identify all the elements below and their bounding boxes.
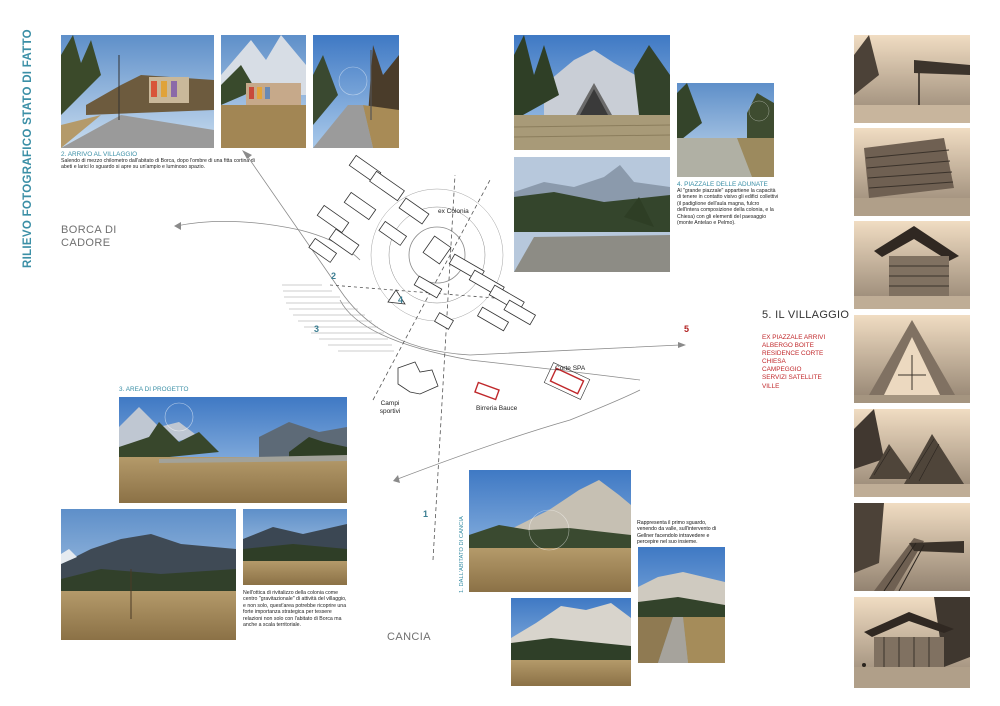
map-label-corte: Corte SPA [555, 365, 586, 372]
photo-villaggio-5 [854, 409, 970, 497]
photo-piazzale-church [514, 35, 670, 150]
photo-villaggio-2 [854, 128, 970, 216]
villaggio-item: CAMPEGGIO [762, 366, 802, 374]
map-number-4: 4 [398, 295, 404, 305]
map-road-cancia [394, 389, 641, 481]
map-road-main [249, 159, 681, 356]
caption-text-cancia: Rappresenta il primo sguardo, venendo da… [637, 520, 717, 546]
villaggio-item: EX PIAZZALE ARRIVI [762, 334, 826, 341]
map-area-3-hatch [282, 284, 394, 352]
map-label-birreria: Birreria Bauce [476, 405, 518, 412]
photo-piazzale-mountain [514, 157, 670, 272]
map-number-1: 1 [423, 509, 429, 519]
place-borca-di-cadore: BORCA DI CADORE [61, 224, 117, 249]
map-buildings-colonia [308, 154, 537, 332]
photo-cancia-path [638, 547, 725, 663]
photo-villaggio-3 [854, 221, 970, 309]
caption-text-piazzale: Al "grande piazzale" appartiene la capac… [677, 188, 779, 227]
photo-piazzale-square [677, 83, 774, 177]
photo-area-panorama [119, 397, 347, 503]
map-road-lower [339, 299, 641, 381]
villaggio-heading: 5. IL VILLAGGIO [762, 309, 850, 321]
map-number-2: 2 [331, 271, 337, 281]
map-number-3: 3 [314, 324, 320, 334]
photo-area-meadow [243, 509, 347, 585]
photo-villaggio-6 [854, 503, 970, 591]
place-cancia: CANCIA [387, 631, 431, 643]
map-label-ex-colonia: ex Colonia [438, 208, 469, 215]
villaggio-list: EX PIAZZALE ARRIVI ALBERGO BOITE RESIDEN… [762, 334, 825, 391]
photo-cancia-panorama [469, 470, 631, 592]
villaggio-item: RESIDENCE CORTE [762, 350, 824, 358]
caption-title-piazzale: 4. PIAZZALE DELLE ADUNATE [677, 181, 768, 188]
map-axis-1 [432, 174, 456, 561]
map-label-campi: Campi sportivi [379, 400, 401, 415]
map-axis-3 [329, 284, 521, 301]
photo-area-field [61, 509, 236, 640]
map-number-5: 5 [684, 324, 690, 334]
caption-title-arrivo: 2. ARRIVO AL VILLAGGIO [61, 151, 138, 158]
photo-villaggio-4 [854, 315, 970, 403]
photo-villaggio-7 [854, 597, 970, 688]
villaggio-item: SERVIZI SATELLITE [762, 374, 822, 382]
villaggio-item: CHIESA [762, 358, 786, 366]
photo-villaggio-1 [854, 35, 970, 123]
map-circle-inner [408, 226, 466, 284]
villaggio-item: ALBERGO BOITE [762, 342, 814, 350]
photo-cancia-peak [511, 598, 631, 686]
photo-arrivo-building [221, 35, 306, 148]
map-circle-mid [388, 206, 486, 304]
caption-title-area: 3. AREA DI PROGETTO [119, 386, 189, 393]
villaggio-item: VILLE [762, 382, 780, 390]
caption-text-arrivo: Salendo di mezzo chilometro dall'abitato… [61, 158, 255, 171]
map-campi-sportivi [397, 361, 439, 395]
map-corte-outline [549, 367, 585, 395]
map-birreria-outline [474, 381, 500, 401]
photo-arrivo-road [61, 35, 214, 148]
caption-text-area: Nell'ottica di rivitalizzo della colonia… [243, 590, 347, 629]
photo-arrivo-lamp [313, 35, 399, 148]
